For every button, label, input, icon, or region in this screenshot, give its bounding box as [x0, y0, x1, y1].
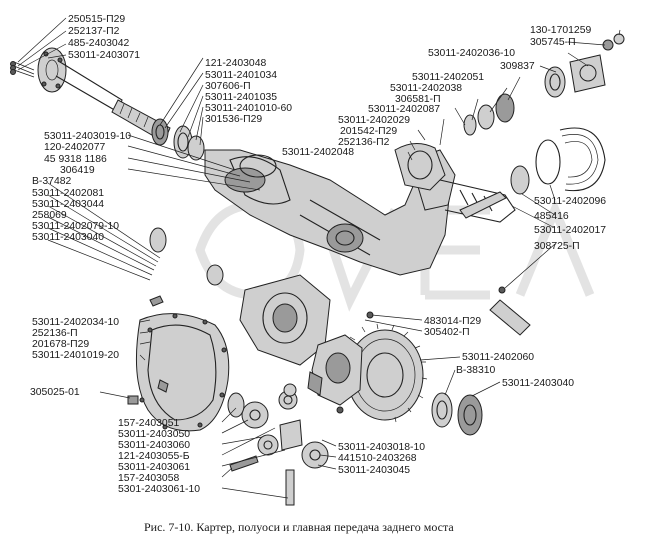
label-121-2403055-b: 121-2403055-Б: [118, 451, 190, 462]
label-53011-2402060: 53011-2402060: [462, 352, 534, 363]
leader-lines: [17, 17, 621, 499]
label-53011-2402029: 53011-2402029: [338, 115, 410, 126]
label-301536-p29: 301536-П29: [205, 114, 262, 125]
label-53011-2401034: 53011-2401034: [205, 70, 277, 81]
label-53011-2401010-60: 53011-2401010-60: [205, 103, 292, 114]
label-v-38310: В-38310: [456, 365, 496, 376]
label-258069: 258069: [32, 210, 67, 221]
label-53011-2401035: 53011-2401035: [205, 92, 277, 103]
drawing: [10, 33, 625, 506]
label-53011-2403045: 53011-2403045: [338, 465, 410, 476]
label-305745-p: 305745-П: [530, 37, 576, 48]
differential-cover: [135, 313, 230, 432]
label-53011-2403018-10: 53011-2403018-10: [338, 442, 425, 453]
label-157-2403051: 157-2403051: [118, 418, 179, 429]
label-53011-2402081: 53011-2402081: [32, 188, 104, 199]
label-441510-2403268: 441510-2403268: [338, 453, 417, 464]
label-53011-2403071: 53011-2403071: [68, 50, 140, 61]
label-45-9318-1186: 45 9318 1186: [44, 154, 107, 165]
label-485416: 485416: [534, 211, 569, 222]
label-120-2402077: 120-2402077: [44, 142, 105, 153]
label-309837: 309837: [500, 61, 535, 72]
left-axle-shaft: [10, 47, 171, 143]
label-121-2403048: 121-2403048: [205, 58, 266, 69]
differential-gears: [227, 383, 329, 506]
label-53011-2403044: 53011-2403044: [32, 199, 104, 210]
label-53011-2402079-10: 53011-2402079-10: [32, 221, 119, 232]
label-53011-2403050: 53011-2403050: [118, 429, 190, 440]
small-parts: [127, 227, 531, 414]
label-53011-2402096: 53011-2402096: [534, 196, 606, 207]
label-252136-p: 252136-П: [32, 328, 78, 339]
label-53011-2402036-10: 53011-2402036-10: [428, 48, 515, 59]
label-53011-2402087: 53011-2402087: [368, 104, 440, 115]
label-483014-p29: 483014-П29: [424, 316, 481, 327]
label-53011-2403061: 53011-2403061: [118, 462, 190, 473]
differential-carrier: [239, 274, 331, 366]
label-305025-01: 305025-01: [30, 387, 80, 398]
label-v-37482: В-37482: [32, 176, 72, 187]
labels: 250515-П29 252137-П2 485-2403042 53011-2…: [30, 14, 606, 534]
right-bearing: [431, 392, 483, 436]
label-305402-p: 305402-П: [424, 327, 470, 338]
label-53011-2402017: 53011-2402017: [534, 225, 606, 236]
label-53011-2403040-right: 53011-2403040: [502, 378, 574, 389]
figure-caption: Рис. 7-10. Картер, полуоси и главная пер…: [144, 520, 454, 534]
label-306419: 306419: [60, 165, 95, 176]
label-252137-p2: 252137-П2: [68, 26, 120, 37]
label-201542-p29: 201542-П29: [340, 126, 397, 137]
label-485-2403042: 485-2403042: [68, 38, 129, 49]
label-250515-p29: 250515-П29: [68, 14, 125, 25]
diff-case: [307, 334, 363, 406]
label-53011-2402038: 53011-2402038: [390, 83, 462, 94]
label-5301-2403061-10: 5301-2403061-10: [118, 484, 200, 495]
label-130-1701259: 130-1701259: [530, 25, 591, 36]
label-306581-p: 306581-П: [395, 94, 441, 105]
label-53011-2403040-left: 53011-2403040: [32, 232, 104, 243]
label-157-2403058: 157-2403058: [118, 473, 179, 484]
label-53011-2402034-10: 53011-2402034-10: [32, 317, 119, 328]
label-201678-p29: 201678-П29: [32, 339, 89, 350]
label-53011-2403060: 53011-2403060: [118, 440, 190, 451]
label-53011-2402051: 53011-2402051: [412, 72, 484, 83]
label-307606-p: 307606-П: [205, 81, 251, 92]
label-308725-p: 308725-П: [534, 241, 580, 252]
label-53011-2403019-10: 53011-2403019-10: [44, 131, 131, 142]
label-252136-p2: 252136-П2: [338, 137, 390, 148]
label-53011-2402048: 53011-2402048: [282, 147, 354, 158]
pinion-assembly: [394, 33, 625, 219]
label-53011-2401019-20: 53011-2401019-20: [32, 350, 119, 361]
